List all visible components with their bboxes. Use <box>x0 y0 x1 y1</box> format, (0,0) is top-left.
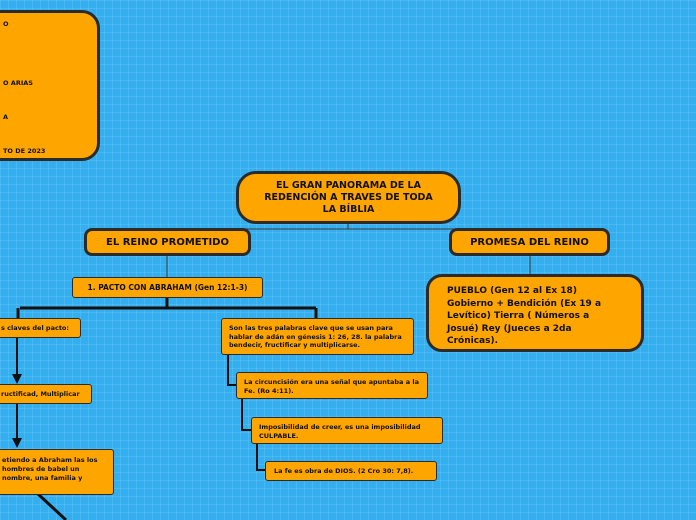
info-line-4: TO DE 2023 <box>3 147 46 155</box>
info-line-2: O ARIAS <box>3 79 33 87</box>
fructificad-multiplicar[interactable]: ructificad, Multiplicar <box>0 384 92 404</box>
branch-reino-prometido[interactable]: EL REINO PROMETIDO <box>84 228 251 256</box>
fe-obra-de-dios-label: La fe es obra de DIOS. (2 Cro 30: 7,8). <box>274 467 414 475</box>
claves-del-pacto[interactable]: s claves del pacto: <box>0 318 81 338</box>
circuncision-fe-label: La circuncisión era una señal que apunta… <box>244 378 419 395</box>
central-topic-label: EL GRAN PANORAMA DE LA REDENCIÓN A TRAVE… <box>264 179 433 215</box>
imposibilidad-creer[interactable]: Imposibilidad de creer, es una imposibil… <box>251 417 443 444</box>
abraham-babel-label: etiendo a Abraham las los hombres de bab… <box>2 456 98 482</box>
info-line-3: A <box>3 113 9 121</box>
promesa-detail-text: PUEBLO (Gen 12 al Ex 18) Gobierno + Bend… <box>447 286 602 346</box>
promesa-detail[interactable]: PUEBLO (Gen 12 al Ex 18) Gobierno + Bend… <box>426 274 644 352</box>
tres-palabras-clave-label: Son las tres palabras clave que se usan … <box>229 324 402 349</box>
pacto-abraham-label: 1. PACTO CON ABRAHAM (Gen 12:1-3) <box>87 283 248 292</box>
pacto-abraham[interactable]: 1. PACTO CON ABRAHAM (Gen 12:1-3) <box>72 277 263 298</box>
imposibilidad-creer-label: Imposibilidad de creer, es una imposibil… <box>259 423 421 440</box>
info-card[interactable]: O O ARIAS A TO DE 2023 <box>0 10 100 161</box>
branch-promesa-del-reino-label: PROMESA DEL REINO <box>470 236 589 248</box>
info-line-1: O <box>3 20 9 28</box>
tres-palabras-clave[interactable]: Son las tres palabras clave que se usan … <box>221 318 414 355</box>
central-topic[interactable]: EL GRAN PANORAMA DE LA REDENCIÓN A TRAVE… <box>236 171 461 224</box>
abraham-babel[interactable]: etiendo a Abraham las los hombres de bab… <box>0 449 114 495</box>
fructificad-multiplicar-label: ructificad, Multiplicar <box>1 390 80 398</box>
circuncision-fe[interactable]: La circuncisión era una señal que apunta… <box>236 372 428 399</box>
branch-reino-prometido-label: EL REINO PROMETIDO <box>106 236 229 248</box>
branch-promesa-del-reino[interactable]: PROMESA DEL REINO <box>449 228 610 256</box>
fe-obra-de-dios[interactable]: La fe es obra de DIOS. (2 Cro 30: 7,8). <box>265 461 437 481</box>
claves-del-pacto-label: s claves del pacto: <box>1 324 69 332</box>
